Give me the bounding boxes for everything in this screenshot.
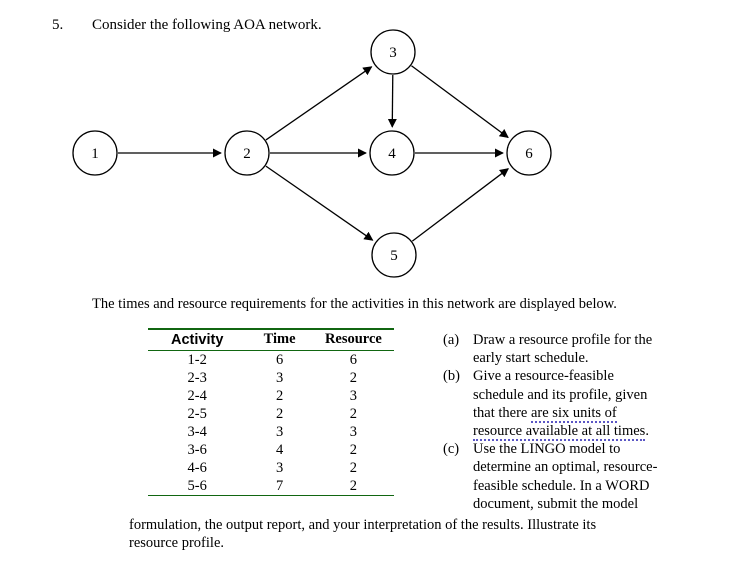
cell-resource: 3 [349,388,358,404]
part-marker: (c) [443,441,460,458]
part-line: resource available at all times. [473,422,743,442]
column-header-resource: Resource [312,328,394,351]
node-circle-1 [72,130,118,176]
cell-activity: 3-4 [187,424,207,440]
cell-time: 7 [246,477,313,496]
column-header-activity: Activity [148,328,247,351]
column-header-time: Time [246,328,313,351]
table-row: 2-3 3 2 [148,369,394,387]
node-label-3: 3 [389,45,397,61]
table-row: 2-5 2 2 [148,405,394,423]
network-edge-2-3 [265,66,373,141]
part-line: that there are six units of [473,404,743,423]
network-node-2: 2 [224,130,270,176]
network-node-6: 6 [506,130,552,176]
question-prompt: Consider the following AOA network. [92,17,322,33]
network-edge-5-6 [411,168,509,242]
cell-activity: 2-4 [187,388,207,404]
network-node-3: 3 [370,29,416,75]
aoa-network-diagram: 1 2 3 4 5 6 [72,29,552,278]
node-label-2: 2 [243,146,251,162]
network-node-5: 5 [371,232,417,278]
part-body: Draw a resource profile for the early sta… [473,331,743,367]
node-circle-5 [371,232,417,278]
cell-time: 2 [275,388,284,404]
node-circle-4 [369,130,415,176]
part-line: document, submit the model [473,495,639,512]
part-item: (a) Draw a resource profile for the early … [443,331,743,367]
table-row: 2-4 2 3 [148,387,394,405]
network-node-1: 1 [72,130,118,176]
cell-resource: 6 [349,352,358,368]
table-header-row: Activity Time Resource [148,328,394,351]
part-line: early start schedule. [473,350,589,367]
cell-resource: 3 [349,424,358,440]
network-edge-2-5 [265,165,374,241]
part-line: schedule and its profile, given [473,386,648,403]
cell-activity: 4-6 [187,460,207,476]
part-line: Give a resource-feasible [473,368,614,385]
network-edge-3-4 [387,74,397,128]
network-edges [118,65,509,242]
cell-time: 4 [275,442,284,458]
part-line: Use the LINGO model to [473,441,621,458]
cell-time: 3 [275,370,284,386]
part-line: Draw a resource profile for the [473,332,653,348]
table-row: 3-4 3 3 [148,423,394,441]
plain-text: . [645,423,649,440]
cell-activity: 2-5 [187,406,207,422]
grammar-underlined-text: are six units of [530,404,617,423]
cell-resource: 2 [349,406,358,422]
cell-resource: 2 [312,477,394,496]
table-row: 3-6 4 2 [148,441,394,459]
table-row: 4-6 3 2 [148,459,394,477]
cell-activity: 2-3 [187,370,207,386]
cell-time: 3 [275,424,284,440]
cell-activity: 1-2 [187,352,207,368]
network-nodes: 1 2 3 4 5 6 [72,29,552,278]
question-number: 5. [52,17,64,33]
part-line: determine an optimal, resource- [473,459,658,476]
cell-time: 2 [275,406,284,422]
table-row: 1-2 6 6 [148,351,394,370]
intro-sentence: The times and resource requirements for … [92,296,617,312]
node-label-6: 6 [525,146,533,162]
node-label-5: 5 [390,248,398,264]
cell-resource: 2 [349,460,358,476]
node-circle-3 [370,29,416,75]
part-marker: (a) [443,332,460,348]
node-label-1: 1 [91,146,99,162]
tail-line: resource profile. [129,535,225,552]
cell-activity: 5-6 [148,477,247,496]
plain-text: that there [473,404,531,421]
node-circle-6 [506,130,552,176]
tail-line: formulation, the output report, and your… [129,517,597,533]
node-circle-2 [224,130,270,176]
network-node-4: 4 [369,130,415,176]
cell-resource: 2 [349,442,358,458]
grammar-underlined-text: resource available at all times [473,423,646,442]
parts-list: (a) Draw a resource profile for the early … [443,331,743,513]
cell-time: 6 [275,352,284,368]
part-line: feasible schedule. In a WORD [473,477,650,494]
tail-paragraph: formulation, the output report, and your… [129,516,689,552]
node-label-4: 4 [388,146,396,162]
network-edge-3-6 [411,65,509,139]
cell-resource: 2 [349,370,358,386]
cell-time: 3 [275,460,284,476]
part-marker: (b) [443,368,460,385]
cell-activity: 3-6 [187,442,207,458]
